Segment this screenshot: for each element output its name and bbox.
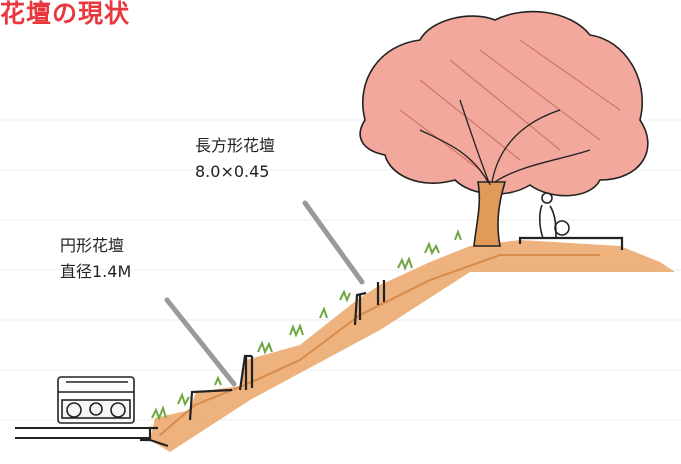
terrace-walls [140,236,624,442]
leader-lines [164,200,365,387]
rectangular-bed-label: 長方形花壇 8.0×0.45 [195,133,275,185]
round-bed-size: 直径1.4M [60,262,132,281]
page-title: 花壇の現状 [0,0,131,28]
soil-slope-shading [159,254,600,436]
car-icon [57,376,135,424]
round-bed-label: 円形花壇 直径1.4M [60,233,131,285]
soil-slope [150,240,675,452]
tree-trunk [473,181,507,247]
seated-person-icon [538,192,570,239]
tree-icon [359,10,649,247]
leader-line-rectangular-bed [302,200,365,285]
rectangular-bed-size: 8.0×0.45 [195,162,270,181]
round-bed-name: 円形花壇 [60,236,125,255]
grass [151,229,462,421]
rectangular-bed-name: 長方形花壇 [195,136,276,155]
leader-line-round-bed [164,297,237,387]
road-ground [15,427,169,447]
